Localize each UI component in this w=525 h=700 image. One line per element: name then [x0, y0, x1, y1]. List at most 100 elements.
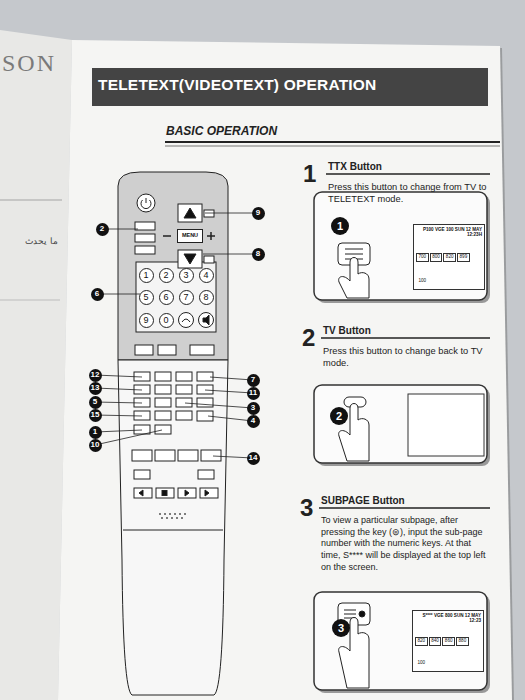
number-key: 5	[139, 290, 154, 305]
remote-control	[182, 319, 190, 322]
remote-control	[139, 490, 143, 496]
remote-control	[201, 450, 221, 461]
node-text: 8	[256, 250, 260, 258]
node-text: 4	[203, 271, 208, 280]
node-text: 11	[249, 389, 257, 397]
speaker-grille	[174, 513, 176, 515]
remote-control	[136, 262, 216, 332]
page-number-box: 840	[429, 637, 442, 646]
speaker-grille	[169, 513, 171, 515]
number-key: 6	[159, 290, 174, 305]
node-text: 15	[91, 411, 100, 419]
speaker-grille	[161, 517, 163, 519]
tv-screen: P100 VGE 100 SUN 12 MAY 12:23H7008008208…	[413, 224, 485, 290]
speaker-grille	[159, 513, 186, 519]
page-number-box: 880	[456, 637, 469, 646]
callout-number: 3	[247, 402, 260, 415]
leader-line	[205, 390, 253, 393]
remote-control	[156, 488, 174, 498]
node-text: 14	[249, 454, 258, 462]
remote-control	[155, 398, 171, 407]
background	[58, 40, 512, 700]
brand-fragment: SON	[2, 48, 62, 79]
remote-control	[118, 172, 228, 360]
number-key: 1	[139, 268, 154, 283]
node-text: 3	[183, 271, 188, 280]
node-text: 1	[143, 271, 148, 280]
remote-control	[176, 398, 192, 407]
node-text: 0	[163, 316, 168, 325]
node-text: 2	[336, 411, 342, 422]
heading-rules	[165, 146, 500, 147]
node-text: 7	[183, 293, 188, 302]
node-text: 3	[338, 623, 344, 634]
node-text: 7	[251, 376, 255, 384]
hand-pressing-button	[345, 254, 363, 255]
remote-control	[155, 450, 175, 461]
remote-control	[163, 235, 171, 237]
remote-control	[178, 488, 196, 498]
callout-number: 9	[252, 207, 265, 220]
step-number: 3	[300, 492, 320, 523]
step-panel	[314, 592, 487, 690]
leader-line	[95, 415, 142, 416]
callout-number: 12	[89, 369, 102, 382]
node-text: 9	[256, 209, 260, 217]
number-key: 9	[139, 313, 154, 328]
remote-control	[141, 198, 151, 209]
remote-control	[205, 490, 209, 496]
callout-number: 7	[247, 374, 260, 387]
remote-control	[190, 345, 214, 355]
background-text: ما يحدث	[6, 236, 58, 248]
node-text: P100 VGE 100 SUN 12 MAY 12:23H	[416, 228, 482, 237]
remote-control	[137, 194, 155, 212]
step-text: Press this button to change back to TV m…	[323, 345, 488, 369]
speaker-grille	[179, 513, 181, 515]
hand-pressing-button	[345, 249, 363, 250]
node-text: 3	[251, 404, 255, 412]
speaker-grille	[176, 517, 178, 519]
remote-control	[210, 232, 212, 240]
speaker-grille	[164, 513, 166, 515]
step-heading: SUBPAGE Button	[321, 494, 471, 507]
page-number-box: 100	[416, 277, 429, 286]
node-text: 2	[163, 271, 168, 280]
remote-control	[155, 411, 171, 420]
remote-control	[158, 345, 176, 355]
callout-number: 5	[89, 396, 102, 409]
hand-pressing-button	[344, 614, 356, 615]
node-text: 12	[91, 371, 100, 379]
remote-control	[185, 490, 189, 496]
node-text: 4	[251, 417, 255, 425]
step-badge: 2	[330, 407, 348, 425]
title-bar	[92, 68, 488, 106]
callout-number: 4	[247, 415, 260, 428]
hand-pressing-button	[344, 610, 356, 611]
callout-number: 11	[247, 387, 260, 400]
hand-pressing-button	[359, 611, 365, 617]
number-key: 8	[199, 290, 214, 305]
step-text: Press this button to change from TV to T…	[328, 181, 490, 205]
remote-control	[134, 425, 150, 434]
remote-control	[134, 470, 150, 479]
node-text: MENU	[182, 233, 198, 239]
leader-line	[95, 430, 142, 432]
node-text: 5	[93, 398, 97, 406]
page-number-box: 700	[416, 253, 429, 262]
number-key: 2	[159, 268, 174, 283]
callout-number: 10	[89, 439, 102, 452]
background	[0, 300, 60, 301]
heading-rules	[165, 141, 500, 143]
remote-control	[176, 385, 192, 394]
remote-control	[197, 385, 213, 394]
callout-number: 13	[89, 382, 102, 395]
step-number: 2	[302, 322, 322, 353]
remote-control	[135, 345, 153, 355]
remote-control	[200, 488, 218, 498]
remote-control	[155, 372, 171, 381]
remote-control	[184, 254, 196, 264]
remote-control	[197, 398, 213, 407]
leader-line	[95, 388, 142, 390]
